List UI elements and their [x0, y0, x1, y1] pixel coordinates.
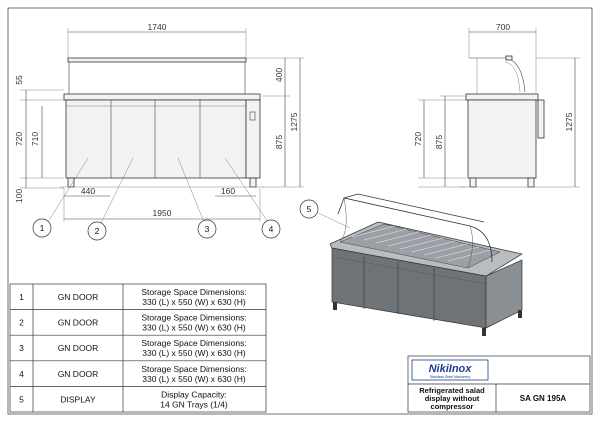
dim-right-1275: 1275: [289, 112, 299, 131]
callout-5: [299, 199, 319, 219]
side-view: 700 720 875 1275: [413, 22, 580, 188]
front-cabinet: [65, 99, 247, 179]
front-leg-right: [249, 177, 257, 188]
side-leg-left: [469, 177, 477, 188]
row-3-desc1: Storage Space Dimensions:: [141, 338, 246, 348]
table-row: 3 GN DOOR Storage Space Dimensions: 330 …: [19, 338, 247, 358]
iso-tray-well: [339, 223, 501, 269]
front-view: 1740 1950 440 160 55 720 710 100 400 875…: [14, 22, 304, 241]
product-line-3: compressor: [431, 402, 474, 411]
dim-side-width: 700: [496, 22, 510, 32]
row-1-desc2: 330 (L) x 550 (W) x 630 (H): [142, 297, 246, 307]
front-control-panel: [245, 99, 261, 179]
title-block: NikiInox Stainless Steel Machinery Refri…: [407, 355, 591, 413]
callout-2: [87, 221, 107, 241]
front-glass-top: [67, 57, 247, 63]
row-3-num: 3: [19, 343, 24, 353]
dim-left-710: 710: [30, 132, 40, 146]
row-3-name: GN DOOR: [58, 343, 99, 353]
callout-1: [32, 218, 52, 238]
dim-left-100: 100: [14, 189, 24, 203]
front-countertop: [63, 93, 261, 101]
callout-5-label: 5: [307, 204, 312, 214]
dim-right-400: 400: [274, 68, 284, 82]
row-3-desc2: 330 (L) x 550 (W) x 630 (H): [142, 348, 246, 358]
row-5-desc1: Display Capacity:: [161, 389, 227, 399]
callout-3: [197, 219, 217, 239]
logo-text: NikiInox: [429, 363, 473, 375]
dim-side-875: 875: [434, 135, 444, 149]
parts-table: 1 GN DOOR Storage Space Dimensions: 330 …: [9, 283, 267, 413]
company-logo: [411, 359, 489, 381]
row-5-num: 5: [19, 394, 24, 404]
sheet-border: [7, 7, 593, 415]
callout-3-label: 3: [205, 224, 210, 234]
row-2-desc2: 330 (L) x 550 (W) x 630 (H): [142, 323, 246, 333]
dim-left-55: 55: [14, 75, 24, 85]
row-5-desc2: 14 GN Trays (1/4): [160, 399, 228, 409]
row-4-name: GN DOOR: [58, 369, 99, 379]
product-line-1: Refrigerated salad: [419, 386, 485, 395]
isometric-view: 5: [299, 193, 523, 336]
front-leg-left: [67, 177, 75, 188]
dim-left-720: 720: [14, 132, 24, 146]
dim-front-width-top: 1740: [148, 22, 167, 32]
dim-front-width-bottom: 1950: [153, 208, 172, 218]
row-1-name: GN DOOR: [58, 292, 99, 302]
table-row: 5 DISPLAY Display Capacity: 14 GN Trays …: [19, 389, 228, 409]
row-4-desc2: 330 (L) x 550 (W) x 630 (H): [142, 374, 246, 384]
row-4-desc1: Storage Space Dimensions:: [141, 364, 246, 374]
row-2-name: GN DOOR: [58, 318, 99, 328]
dim-side-720: 720: [413, 132, 423, 146]
callout-1-label: 1: [40, 223, 45, 233]
dim-side-1275: 1275: [564, 112, 574, 131]
row-1-desc1: Storage Space Dimensions:: [141, 287, 246, 297]
callout-4: [261, 219, 281, 239]
row-2-desc1: Storage Space Dimensions:: [141, 313, 246, 323]
side-countertop: [465, 93, 539, 101]
row-2-num: 2: [19, 318, 24, 328]
table-row: 4 GN DOOR Storage Space Dimensions: 330 …: [19, 364, 247, 384]
dim-right-875: 875: [274, 135, 284, 149]
side-leg-right: [527, 177, 535, 188]
table-row: 2 GN DOOR Storage Space Dimensions: 330 …: [19, 313, 247, 333]
row-5-name: DISPLAY: [60, 394, 96, 404]
model-number: SA GN 195A: [520, 394, 567, 403]
dim-leg-right: 160: [221, 186, 235, 196]
callout-2-label: 2: [95, 226, 100, 236]
row-4-num: 4: [19, 369, 24, 379]
logo-subtext: Stainless Steel Machinery: [430, 375, 471, 379]
row-1-num: 1: [19, 292, 24, 302]
dim-leg-left: 440: [81, 186, 95, 196]
table-row: 1 GN DOOR Storage Space Dimensions: 330 …: [19, 287, 247, 307]
product-line-2: display without: [425, 394, 480, 403]
callout-4-label: 4: [269, 224, 274, 234]
side-cabinet: [467, 99, 537, 179]
